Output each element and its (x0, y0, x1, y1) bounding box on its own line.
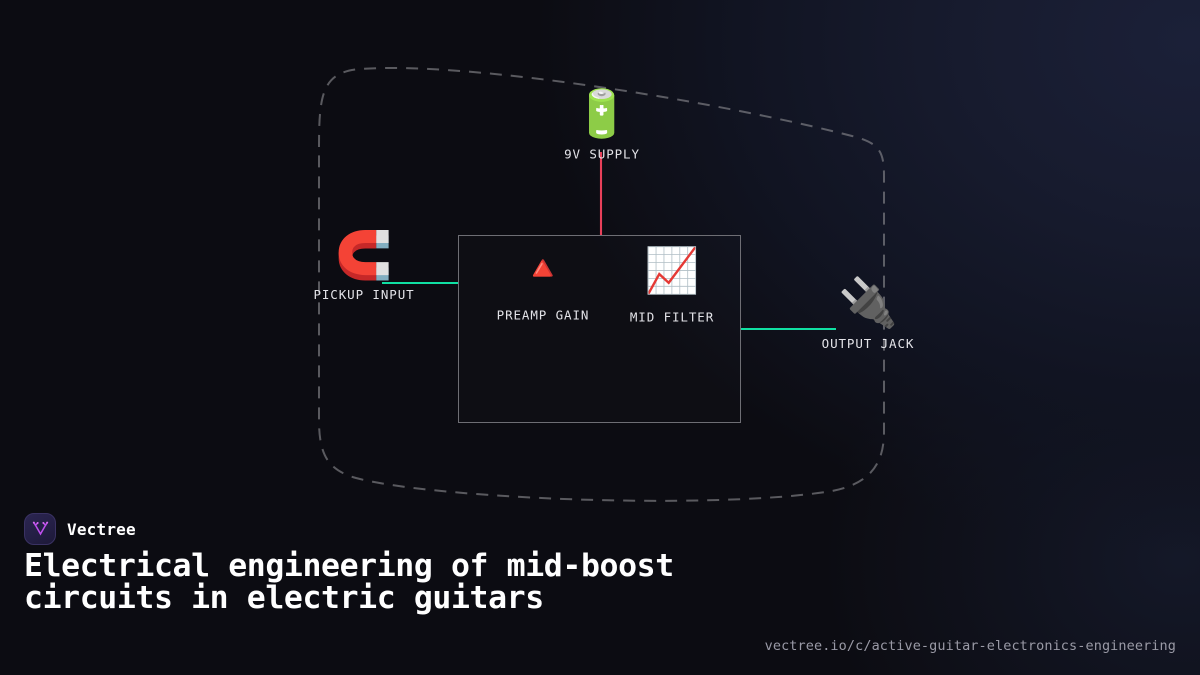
red-triangle-icon: 🔺 (521, 248, 565, 289)
page-title: Electrical engineering of mid-boost circ… (24, 548, 674, 617)
node-pickup-label: PICKUP INPUT (313, 287, 415, 302)
v-tree-glyph (32, 521, 48, 535)
permalink-url: vectree.io/c/active-guitar-electronics-e… (764, 638, 1176, 654)
magnet-icon: 🧲 (335, 228, 393, 282)
node-output[interactable]: 🔌 OUTPUT JACK (822, 279, 915, 351)
node-preamp[interactable]: 🔺 PREAMP GAIN (497, 252, 590, 323)
circuit-diagram: 🔋 9V SUPPLY 🧲 PICKUP INPUT 🔺 PREAMP GAIN… (313, 66, 915, 502)
node-supply-label: 9V SUPPLY (564, 146, 640, 162)
node-supply[interactable]: 🔋 9V SUPPLY (564, 91, 640, 162)
brand[interactable]: Vectree (24, 513, 136, 545)
node-pickup[interactable]: 🧲 PICKUP INPUT (313, 232, 414, 302)
node-output-label: OUTPUT JACK (821, 336, 915, 351)
chart-increasing-icon: 📈 (644, 245, 700, 297)
footer: Vectree Electrical engineering of mid-bo… (0, 500, 1200, 675)
node-preamp-label: PREAMP GAIN (496, 307, 590, 323)
boundary-dashed-outline (318, 66, 885, 502)
diagram-vectors (318, 66, 885, 502)
electric-plug-icon: 🔌 (838, 275, 898, 331)
node-filter[interactable]: 📈 MID FILTER (629, 245, 715, 325)
brand-name: Vectree (67, 519, 136, 539)
battery-icon: 🔋 (573, 86, 631, 141)
group-frame-preamp-board (458, 235, 741, 423)
node-filter-label: MID FILTER (629, 309, 715, 325)
vectree-logo-icon (24, 513, 56, 545)
